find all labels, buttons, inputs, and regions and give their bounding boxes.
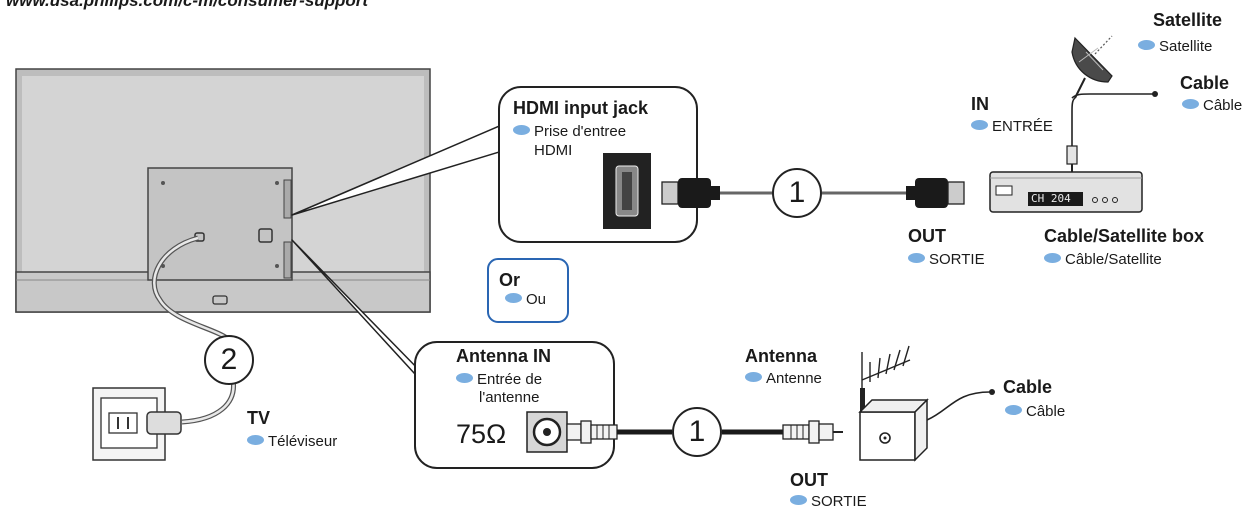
tv-subtitle: Téléviseur [247, 433, 337, 451]
step-1-number-antenna: 1 [688, 415, 706, 448]
step-2-number: 2 [220, 343, 238, 376]
cable-bottom-subtitle: Câble [1005, 403, 1065, 421]
or-subtitle: Ou [505, 291, 546, 309]
bullet-dot [505, 293, 522, 303]
antenna-in-title: Antenna IN [456, 346, 552, 366]
box-channel-display: CH 204 [1031, 192, 1071, 205]
satellite-dish-illustration [1071, 35, 1113, 99]
bullet-dot [790, 495, 807, 505]
antenna-subtitle: Antenne [745, 370, 822, 388]
satellite-title: Satellite [1153, 10, 1223, 30]
bullet-dot [971, 120, 988, 130]
step-2-circle [204, 335, 254, 385]
cable-top-subtitle: Câble [1182, 97, 1242, 115]
box-in-title: IN [971, 94, 989, 114]
support-url: www.usa.philips.com/c-m/consumer-support [6, 0, 369, 10]
tv-title: TV [247, 408, 271, 428]
bullet-dot [513, 125, 530, 135]
or-title: Or [499, 270, 521, 290]
wall-outlet-illustration [92, 387, 182, 461]
antenna-out-subtitle: SORTIE [790, 493, 867, 511]
bullet-dot [908, 253, 925, 263]
hdmi-jack-subtitle-2: HDMI [534, 142, 573, 159]
hdmi-jack-subtitle-1: Prise d'entree [513, 123, 626, 141]
cable-top-title: Cable [1180, 73, 1230, 93]
antenna-title: Antenna [745, 346, 817, 366]
step-1-number-hdmi: 1 [788, 176, 806, 209]
bullet-dot [1182, 99, 1199, 109]
antenna-wall-plate-illustration [858, 388, 929, 462]
antenna-in-subtitle-2: l'antenne [479, 389, 540, 406]
antenna-in-subtitle-1: Entrée de [456, 371, 542, 389]
step-1-circle-antenna [672, 407, 722, 457]
bullet-dot [745, 372, 762, 382]
antenna-out-title: OUT [790, 470, 828, 490]
cable-bottom-title: Cable [1003, 377, 1053, 397]
satellite-subtitle: Satellite [1138, 38, 1212, 56]
bullet-dot [1138, 40, 1155, 50]
bullet-dot [1044, 253, 1061, 263]
bullet-dot [456, 373, 473, 383]
bullet-dot [247, 435, 264, 445]
or-box [487, 258, 569, 323]
cable-satellite-box-subtitle: Câble/Satellite [1044, 251, 1162, 269]
bullet-dot [1005, 405, 1022, 415]
box-in-subtitle: ENTRÉE [971, 118, 1053, 136]
cable-satellite-box-illustration [989, 171, 1143, 213]
impedance-label: 75Ω [456, 419, 507, 449]
tv-back-illustration [15, 68, 431, 313]
cable-satellite-box-title: Cable/Satellite box [1044, 226, 1205, 246]
hdmi-out-title: OUT [908, 226, 946, 246]
antenna-illustration [861, 345, 911, 390]
step-1-circle-hdmi [772, 168, 822, 218]
hdmi-jack-title: HDMI input jack [513, 98, 649, 118]
hdmi-out-subtitle: SORTIE [908, 251, 985, 269]
